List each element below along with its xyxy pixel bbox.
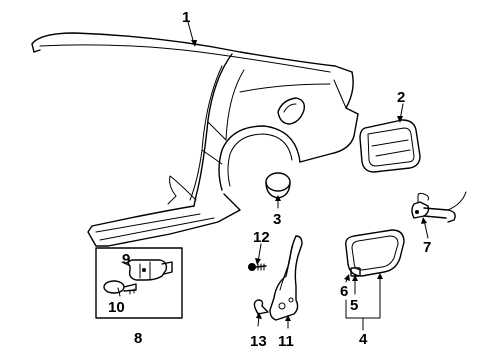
callout-12: 12 — [253, 229, 270, 246]
callout-13: 13 — [250, 333, 267, 350]
callout-11: 11 — [278, 333, 294, 350]
callout-3: 3 — [273, 211, 281, 228]
callout-6: 6 — [340, 283, 348, 300]
plug-drawing — [265, 172, 291, 199]
lock-assembly-drawing — [95, 247, 183, 319]
callout-8: 8 — [134, 330, 142, 347]
release-cable-drawing — [411, 191, 467, 223]
spring-drawing — [253, 299, 269, 315]
fuel-door-drawing — [344, 229, 405, 277]
callout-5: 5 — [350, 297, 358, 314]
callout-10: 10 — [108, 299, 125, 316]
rear-bracket-drawing — [359, 119, 421, 173]
leader-lines — [117, 21, 429, 331]
callout-7: 7 — [423, 239, 431, 256]
quarter-panel-drawing — [31, 32, 359, 247]
callout-1: 1 — [182, 9, 190, 26]
callout-2: 2 — [397, 89, 405, 106]
callout-labels: 1 2 3 12 13 11 6 5 4 7 8 9 10 — [108, 9, 431, 350]
screw-drawing — [248, 263, 267, 271]
hinge-drawing — [269, 235, 303, 321]
callout-9: 9 — [122, 251, 130, 268]
callout-4: 4 — [359, 331, 368, 348]
